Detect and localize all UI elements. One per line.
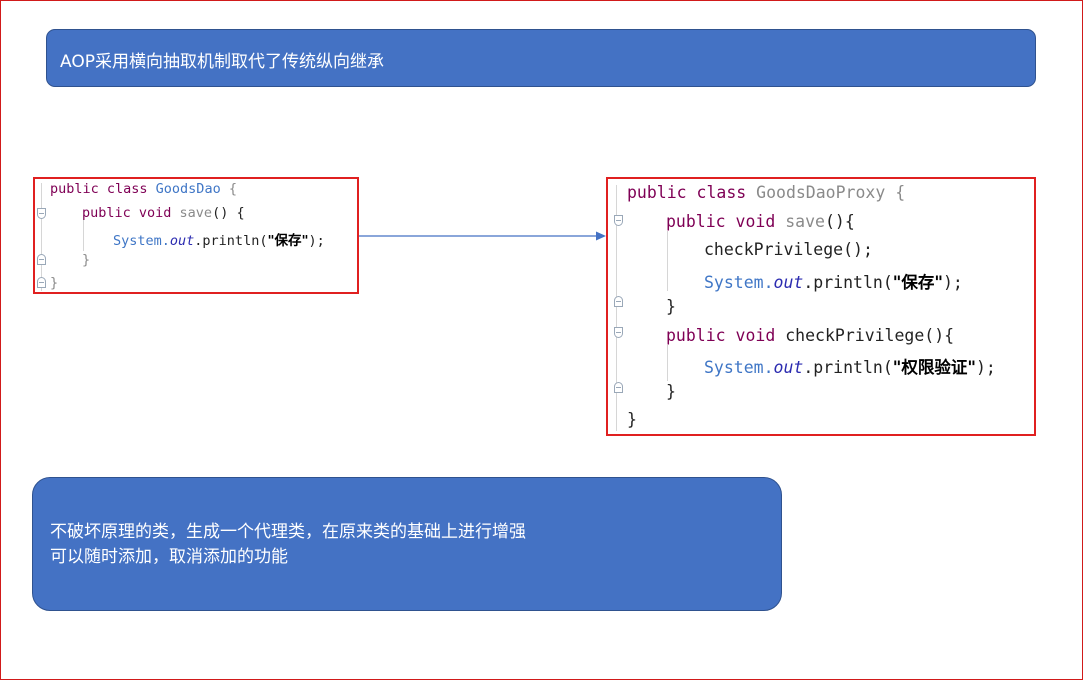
banner-text: AOP采用横向抽取机制取代了传统纵向继承 xyxy=(60,52,384,72)
class-name: GoodsDaoProxy xyxy=(756,183,886,202)
keyword: public class xyxy=(50,181,156,197)
code-punct: ); xyxy=(942,273,963,292)
code-line: public void save(){ xyxy=(666,212,855,231)
code-line: } xyxy=(50,275,59,291)
brace: { xyxy=(885,183,906,202)
code-call: .println( xyxy=(803,358,893,377)
method-name: save xyxy=(179,205,213,221)
code-out: out xyxy=(169,233,195,249)
fold-marker-icon[interactable] xyxy=(37,254,46,265)
code-call: .println( xyxy=(194,233,268,249)
code-punct: (){ xyxy=(824,212,855,231)
description-note: 不破坏原理的类，生成一个代理类，在原来类的基础上进行增强 可以随时添加，取消添加… xyxy=(32,477,782,611)
code-line: } xyxy=(82,252,91,268)
gutter-guide xyxy=(41,183,42,291)
code-out: out xyxy=(773,273,804,292)
code-line: public void save() { xyxy=(82,205,245,221)
code-line: } xyxy=(666,382,676,401)
method-name: checkPrivilege xyxy=(785,326,925,345)
code-punct: () { xyxy=(212,205,245,221)
fold-marker-icon[interactable] xyxy=(614,296,623,307)
code-system: System. xyxy=(113,233,170,249)
code-line: public void checkPrivilege(){ xyxy=(666,326,954,345)
aop-title-banner: AOP采用横向抽取机制取代了传统纵向继承 xyxy=(46,29,1036,87)
method-name: save xyxy=(785,212,825,231)
code-line: } xyxy=(627,410,637,429)
code-system: System. xyxy=(704,273,774,292)
code-call: .println( xyxy=(803,273,893,292)
code-line: System.out.println("保存"); xyxy=(704,269,963,293)
note-line-1: 不破坏原理的类，生成一个代理类，在原来类的基础上进行增强 xyxy=(50,522,526,542)
keyword: public class xyxy=(627,183,757,202)
class-name: GoodsDao xyxy=(155,181,221,197)
fold-marker-icon[interactable] xyxy=(37,277,46,288)
string-literal: "保存" xyxy=(892,273,943,292)
indent-guide xyxy=(667,231,668,291)
gutter-guide xyxy=(616,185,617,431)
fold-marker-icon[interactable] xyxy=(614,327,623,338)
code-system: System. xyxy=(704,358,774,377)
code-line: public class GoodsDao { xyxy=(50,181,237,197)
code-out: out xyxy=(773,358,804,377)
code-line: } xyxy=(666,297,676,316)
indent-guide xyxy=(83,215,84,251)
brace: { xyxy=(220,181,237,197)
code-line: checkPrivilege(); xyxy=(704,240,873,259)
keyword: public void xyxy=(666,326,786,345)
keyword: public void xyxy=(82,205,180,221)
code-punct: (){ xyxy=(924,326,955,345)
fold-marker-icon[interactable] xyxy=(614,215,623,226)
string-literal: "保存" xyxy=(267,233,309,249)
code-line: public class GoodsDaoProxy { xyxy=(627,183,905,202)
note-line-2: 可以随时添加，取消添加的功能 xyxy=(50,547,288,567)
code-line: System.out.println("保存"); xyxy=(113,229,325,249)
code-punct: ); xyxy=(975,358,996,377)
indent-guide xyxy=(667,345,668,381)
code-punct: ); xyxy=(308,233,325,249)
goodsdao-code-box: public class GoodsDao { public void save… xyxy=(33,177,359,294)
fold-marker-icon[interactable] xyxy=(614,382,623,393)
keyword: public void xyxy=(666,212,786,231)
string-literal: "权限验证" xyxy=(892,358,976,377)
fold-marker-icon[interactable] xyxy=(37,208,46,219)
code-line: System.out.println("权限验证"); xyxy=(704,354,996,378)
goodsdaoproxy-code-box: public class GoodsDaoProxy { public void… xyxy=(606,177,1036,436)
